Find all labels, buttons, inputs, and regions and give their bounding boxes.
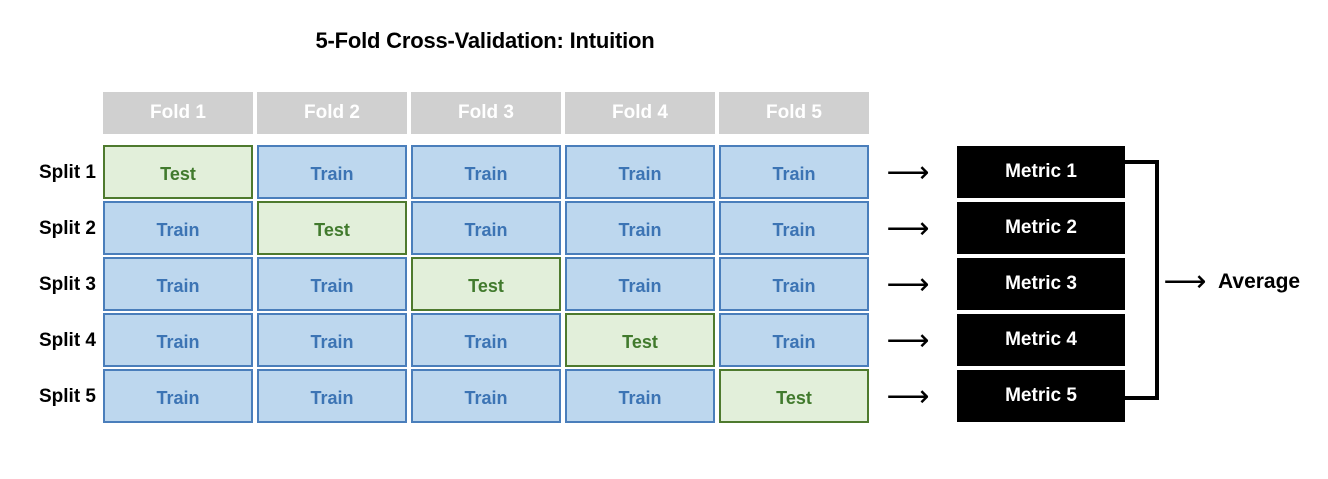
- average-label: Average: [1218, 270, 1301, 293]
- cell-split1-fold5-train: Train: [719, 145, 869, 199]
- cell-split5-fold1-train: Train: [103, 369, 253, 423]
- cell-split3-fold3-test: Test: [411, 257, 561, 311]
- cell-split5-fold2-train: Train: [257, 369, 407, 423]
- fold-header-5: Fold 5: [719, 92, 869, 134]
- fold-header-1: Fold 1: [103, 92, 253, 134]
- cell-split1-fold4-train: Train: [565, 145, 715, 199]
- row-arrow-icon-1: ⟶: [886, 155, 930, 190]
- cell-split5-fold3-train: Train: [411, 369, 561, 423]
- cell-split3-fold1-train: Train: [103, 257, 253, 311]
- cell-split5-fold5-test: Test: [719, 369, 869, 423]
- fold-header-3: Fold 3: [411, 92, 561, 134]
- page-title: 5-Fold Cross-Validation: Intuition: [315, 28, 655, 53]
- cell-split3-fold5-train: Train: [719, 257, 869, 311]
- cell-split4-fold2-train: Train: [257, 313, 407, 367]
- metric-box-2: Metric 2: [957, 202, 1125, 254]
- bracket-bottom-arm: [1125, 396, 1159, 400]
- cell-split2-fold4-train: Train: [565, 201, 715, 255]
- row-arrow-icon-4: ⟶: [886, 323, 930, 358]
- cell-split1-fold3-train: Train: [411, 145, 561, 199]
- cell-split4-fold4-test: Test: [565, 313, 715, 367]
- split-label-3: Split 3: [38, 274, 96, 295]
- cell-split3-fold4-train: Train: [565, 257, 715, 311]
- row-arrow-icon-3: ⟶: [886, 267, 930, 302]
- average-arrow-icon: ⟶: [1163, 264, 1207, 299]
- row-arrow-icon-2: ⟶: [886, 211, 930, 246]
- split-label-2: Split 2: [38, 218, 96, 239]
- cell-split2-fold5-train: Train: [719, 201, 869, 255]
- bracket-spine: [1155, 160, 1159, 400]
- cell-split2-fold1-train: Train: [103, 201, 253, 255]
- split-label-4: Split 4: [38, 330, 96, 351]
- metric-box-5: Metric 5: [957, 370, 1125, 422]
- cell-split5-fold4-train: Train: [565, 369, 715, 423]
- row-arrow-icon-5: ⟶: [886, 379, 930, 414]
- fold-header-4: Fold 4: [565, 92, 715, 134]
- metric-box-3: Metric 3: [957, 258, 1125, 310]
- cell-split4-fold5-train: Train: [719, 313, 869, 367]
- metric-box-4: Metric 4: [957, 314, 1125, 366]
- bracket-top-arm: [1125, 160, 1159, 164]
- cell-split4-fold3-train: Train: [411, 313, 561, 367]
- fold-header-2: Fold 2: [257, 92, 407, 134]
- split-label-1: Split 1: [38, 162, 96, 183]
- cell-split2-fold2-test: Test: [257, 201, 407, 255]
- cell-split2-fold3-train: Train: [411, 201, 561, 255]
- metric-box-1: Metric 1: [957, 146, 1125, 198]
- cell-split4-fold1-train: Train: [103, 313, 253, 367]
- cell-split1-fold2-train: Train: [257, 145, 407, 199]
- metrics-bracket: [1125, 160, 1165, 400]
- cell-split3-fold2-train: Train: [257, 257, 407, 311]
- split-label-5: Split 5: [38, 386, 96, 407]
- cell-split1-fold1-test: Test: [103, 145, 253, 199]
